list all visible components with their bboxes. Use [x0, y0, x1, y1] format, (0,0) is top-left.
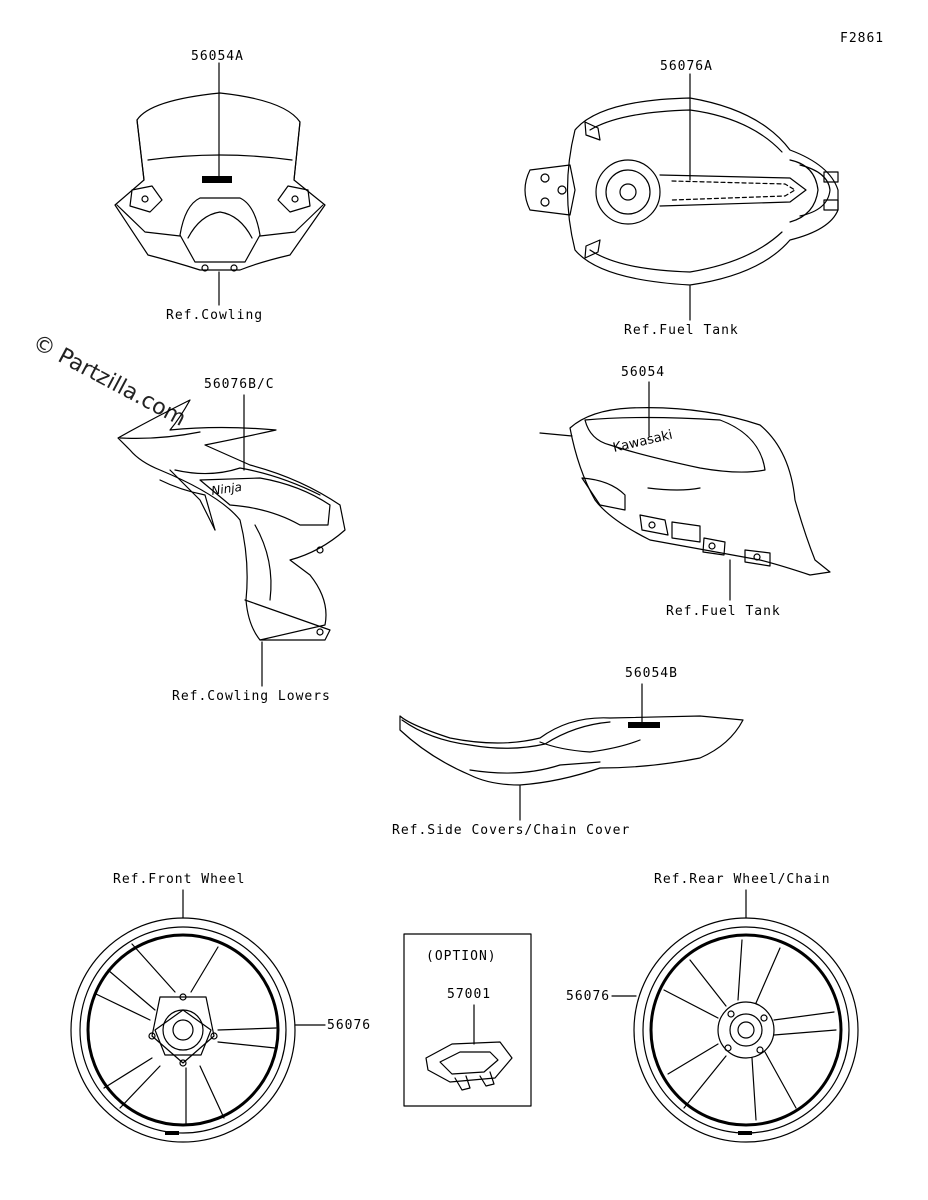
- label-option: (OPTION): [426, 949, 497, 964]
- label-56076-rear[interactable]: 56076: [566, 989, 611, 1004]
- cowling-lowers-drawing[interactable]: Ninja: [117, 394, 346, 687]
- label-ref-cowling-lowers[interactable]: Ref.Cowling Lowers: [172, 689, 331, 704]
- label-ref-cowling[interactable]: Ref.Cowling: [166, 308, 264, 323]
- label-ref-fuel-tank-side[interactable]: Ref.Fuel Tank: [666, 604, 781, 619]
- label-56054A[interactable]: 56054A: [191, 49, 244, 64]
- label-ref-rear-wheel[interactable]: Ref.Rear Wheel/Chain: [654, 872, 831, 887]
- front-wheel-drawing[interactable]: [70, 889, 326, 1143]
- rear-wheel-drawing[interactable]: [611, 889, 859, 1143]
- side-cover-decal[interactable]: [628, 722, 660, 728]
- side-covers-drawing[interactable]: [399, 683, 744, 821]
- kawasaki-decal-text[interactable]: Kawasaki: [612, 428, 675, 456]
- fuel-tank-side-drawing[interactable]: Kawasaki: [539, 381, 831, 601]
- label-56076B-C[interactable]: 56076B/C: [204, 377, 275, 392]
- label-57001[interactable]: 57001: [447, 987, 492, 1002]
- label-ref-side-covers[interactable]: Ref.Side Covers/Chain Cover: [392, 823, 631, 838]
- label-56076-front[interactable]: 56076: [327, 1018, 372, 1033]
- option-box[interactable]: [403, 933, 532, 1107]
- label-ref-front-wheel[interactable]: Ref.Front Wheel: [113, 872, 246, 887]
- cowling-drawing[interactable]: [114, 62, 326, 306]
- label-56054B[interactable]: 56054B: [625, 666, 678, 681]
- label-ref-fuel-tank-top[interactable]: Ref.Fuel Tank: [624, 323, 739, 338]
- ninja-decal-text[interactable]: Ninja: [210, 480, 242, 498]
- fuel-tank-top-drawing[interactable]: [524, 73, 839, 321]
- figure-code: F2861: [840, 31, 885, 46]
- label-56054[interactable]: 56054: [621, 365, 666, 380]
- label-56076A[interactable]: 56076A: [660, 59, 713, 74]
- cowl-decal[interactable]: [202, 176, 232, 183]
